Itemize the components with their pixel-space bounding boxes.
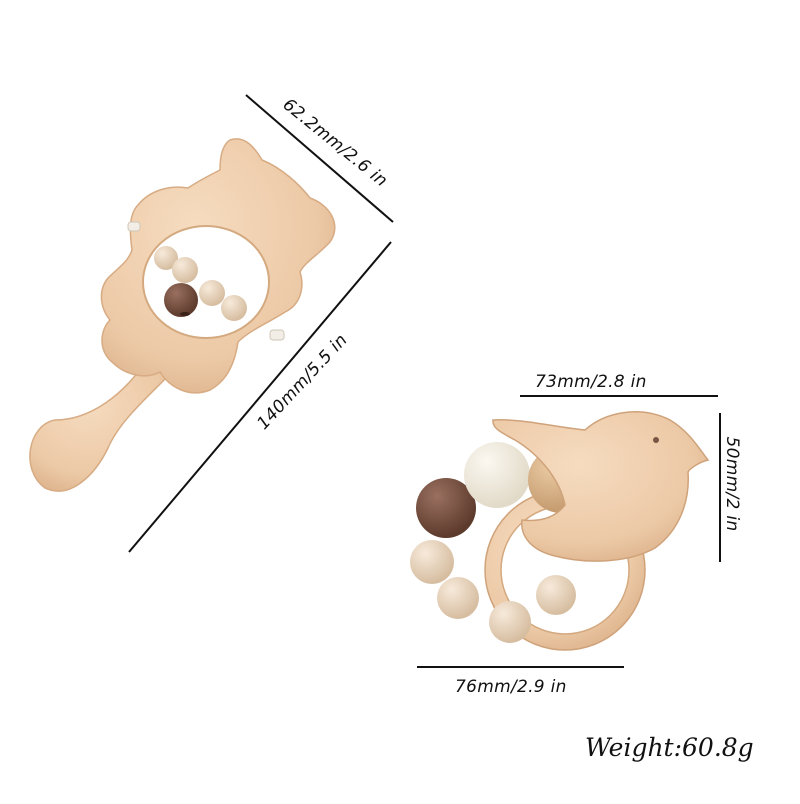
string-loop [127, 221, 141, 232]
dimension-line-rattle-width [245, 94, 394, 223]
rattle-handle [29, 353, 174, 492]
ring-width-label: 76mm/2.9 in [455, 677, 567, 697]
crochet-bead-brown [416, 478, 476, 538]
rattle-bead [154, 246, 178, 270]
crochet-bead-cream [464, 442, 530, 508]
bird-height-label: 50mm/2 in [722, 436, 742, 532]
bear-rattle [29, 138, 336, 492]
bird-eye [653, 437, 659, 443]
teether-bead [410, 540, 454, 584]
rattle-bead [199, 280, 225, 306]
weight-label: Weight:60.8g [585, 733, 754, 762]
teether-bead [536, 575, 576, 615]
wood-bird [492, 411, 710, 562]
rattle-bell [164, 283, 198, 317]
bird-teether [410, 411, 710, 651]
string-loop [269, 329, 285, 341]
rattle-bell-slot [180, 312, 190, 316]
dimension-line-rattle-length [128, 241, 392, 553]
teether-bead [437, 577, 479, 619]
teether-bead [489, 601, 531, 643]
dimension-lines [128, 94, 721, 668]
bird-width-label: 73mm/2.8 in [535, 372, 647, 392]
rattle-bead [221, 295, 247, 321]
rattle-bead [172, 257, 198, 283]
